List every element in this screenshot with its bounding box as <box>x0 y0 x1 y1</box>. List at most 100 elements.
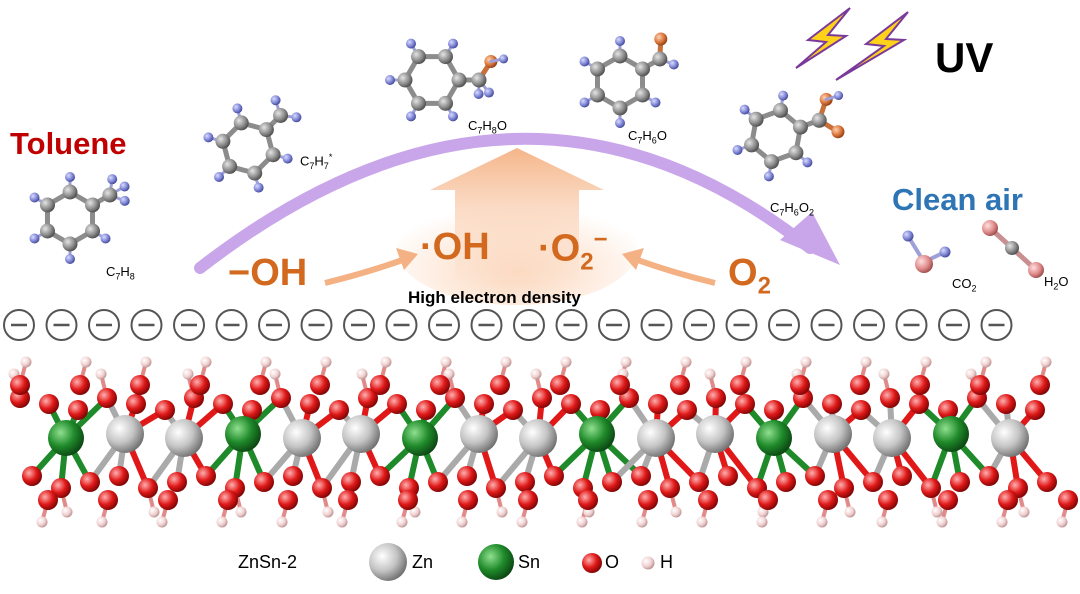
electron-icon <box>429 310 459 340</box>
hydrogen-atom <box>740 105 750 115</box>
o-atom <box>730 375 750 395</box>
carbon-atom <box>247 166 262 181</box>
o-atom <box>561 394 581 414</box>
electron-row <box>4 310 1012 340</box>
o-atom <box>1030 375 1050 395</box>
o-atom <box>670 375 690 395</box>
h-atom <box>21 357 32 368</box>
electron-icon <box>939 310 969 340</box>
o-atom <box>515 472 535 492</box>
carbon-atom <box>40 198 55 213</box>
o-atom <box>822 394 842 414</box>
hydrogen-atom <box>669 60 679 70</box>
o-atom <box>167 472 187 492</box>
hydrogen-atom <box>232 103 242 113</box>
zn-atom <box>165 419 203 457</box>
o-atom <box>938 490 958 510</box>
o-atom <box>909 394 929 414</box>
h-atom <box>697 517 708 528</box>
benzyl-molecule <box>203 95 301 192</box>
sn-atom <box>48 420 84 456</box>
carbon-atom <box>744 137 759 152</box>
c7h6o-formula: C7H6O <box>628 128 667 146</box>
hydrogen-atom <box>101 234 111 244</box>
carbon-atom <box>773 103 788 118</box>
sn-atom <box>402 420 438 456</box>
zn-atom <box>873 419 911 457</box>
h-atom <box>637 517 648 528</box>
o-atom <box>486 478 506 498</box>
h-atom <box>357 369 368 380</box>
o-atom <box>979 466 999 486</box>
h-atom <box>157 517 168 528</box>
o-atom <box>39 394 59 414</box>
o-atom <box>190 375 210 395</box>
hydrogen-atom <box>448 111 458 121</box>
oxygen-atom <box>915 255 933 273</box>
o-atom <box>458 490 478 510</box>
electron-icon <box>769 310 799 340</box>
o-atom <box>70 375 90 395</box>
hydrogen-atom <box>271 95 281 105</box>
h-atom <box>531 369 542 380</box>
carbon-atom <box>411 96 426 111</box>
hydrogen-atom <box>65 254 75 264</box>
hydrogen-atom <box>291 112 301 122</box>
hydrogen-atom <box>254 183 264 193</box>
carbon-atom <box>812 113 827 128</box>
material-label: ZnSn-2 <box>238 552 297 573</box>
high-electron-density-label: High electron density <box>408 288 581 308</box>
hydrogen-atom <box>203 132 213 142</box>
h-atom <box>497 507 508 518</box>
carbon-atom <box>398 73 413 88</box>
electron-icon <box>642 310 672 340</box>
o-atom <box>283 466 303 486</box>
o-atom <box>98 490 118 510</box>
h-atom <box>921 357 932 368</box>
o-atom <box>602 472 622 492</box>
h-atom <box>149 507 160 518</box>
hydrogen-atom <box>615 36 625 46</box>
o-atom <box>851 400 871 420</box>
electron-icon <box>387 310 417 340</box>
hydrogen-atom <box>579 57 589 67</box>
o-atom <box>880 388 900 408</box>
lattice-atoms <box>9 357 1079 528</box>
h-atom <box>1057 517 1068 528</box>
o-atom <box>998 490 1018 510</box>
hydroxyl-radical-label: ·OH <box>420 226 490 269</box>
o-atom <box>758 490 778 510</box>
carbon-atom <box>273 108 288 123</box>
h-atom <box>96 369 107 380</box>
electron-icon <box>897 310 927 340</box>
h-atom <box>861 357 872 368</box>
hydrogen-atom <box>940 247 951 258</box>
electron-icon <box>812 310 842 340</box>
o-atom <box>213 394 233 414</box>
o-atom <box>109 466 129 486</box>
electron-icon <box>217 310 247 340</box>
o-atom <box>300 394 320 414</box>
o-atom <box>550 375 570 395</box>
h-atom <box>845 507 856 518</box>
h-atom <box>397 517 408 528</box>
carbon-atom <box>764 154 779 169</box>
sn-atom <box>579 416 615 452</box>
carbon-atom <box>234 115 249 130</box>
h-atom <box>270 369 281 380</box>
sn-atom <box>933 416 969 452</box>
carbon-atom <box>438 49 453 64</box>
h-atom <box>621 357 632 368</box>
h-atom <box>457 517 468 528</box>
h-atom <box>757 517 768 528</box>
hydrogen-atom <box>120 196 130 206</box>
o-atom <box>996 394 1016 414</box>
o-atom <box>474 394 494 414</box>
o-atom <box>310 375 330 395</box>
o-atom <box>660 478 680 498</box>
electron-icon <box>684 310 714 340</box>
sn-atom <box>225 416 261 452</box>
o-atom <box>950 472 970 492</box>
carbon-atom <box>266 147 281 162</box>
o-atom <box>677 400 697 420</box>
